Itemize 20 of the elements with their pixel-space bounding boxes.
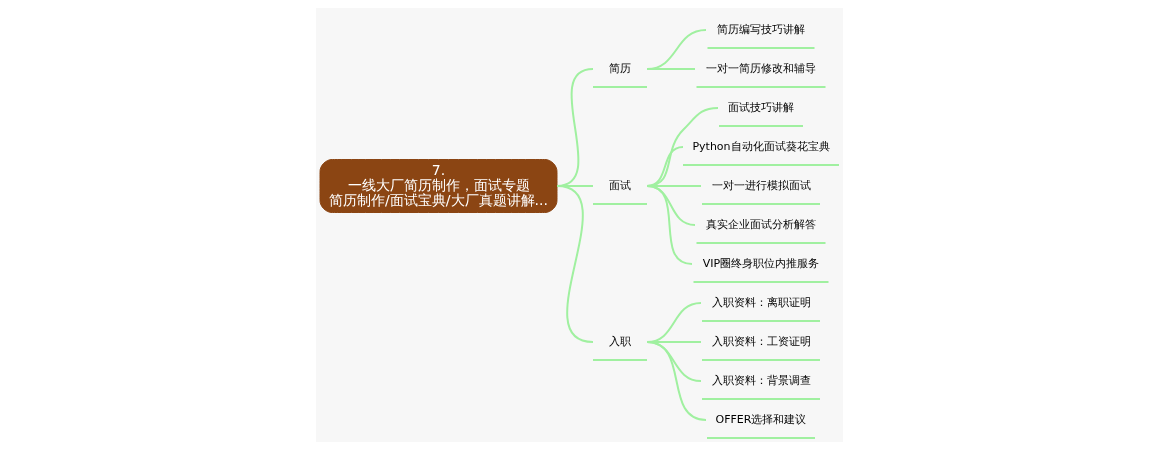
connector xyxy=(556,185,594,343)
node-box: 7. 一线大厂简历制作，面试专题 简历制作/面试宝典/大厂真题讲解... xyxy=(319,159,558,213)
node-text: 入职资料：工资证明 xyxy=(711,334,811,348)
node-text: 入职资料：离职证明 xyxy=(711,295,811,309)
node-text: 简历编写技巧讲解 xyxy=(717,22,805,36)
node-text: 一对一进行模拟面试 xyxy=(711,178,811,192)
node-text: 简历 xyxy=(609,61,631,75)
connector xyxy=(646,341,707,421)
node-text: 面试技巧讲解 xyxy=(728,100,794,114)
node-text: 入职资料：背景调查 xyxy=(711,373,811,387)
connector xyxy=(646,185,693,265)
node-text: VIP圈终身职位内推服务 xyxy=(702,256,820,270)
node-text: Python自动化面试葵花宝典 xyxy=(692,139,830,153)
connector xyxy=(646,29,707,70)
node-text: 面试 xyxy=(609,178,631,192)
node-text: OFFER选择和建议 xyxy=(715,412,807,426)
connector xyxy=(646,68,696,70)
node-text: 真实企业面试分析解答 xyxy=(706,217,816,231)
node-text: 一对一简历修改和辅导 xyxy=(706,61,816,75)
node-text: 入职 xyxy=(609,334,631,348)
